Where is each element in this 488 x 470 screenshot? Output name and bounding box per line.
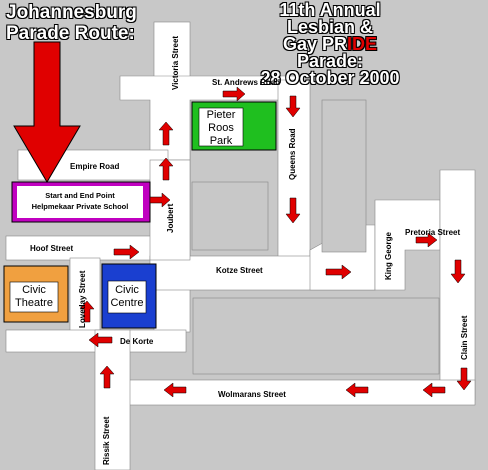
street-loveday: Loveday Street <box>78 270 87 328</box>
park-label-line1: Pieter <box>206 109 236 121</box>
civic-centre-label-line2: Centre <box>110 297 144 309</box>
title-right: 11th Annual Lesbian & Gay PRIDE Parade: … <box>180 0 480 88</box>
title-right-line1: 11th Annual <box>279 0 381 20</box>
street-hoof: Hoof Street <box>30 244 74 253</box>
start-point-label: Start and End Point Helpmekaar Private S… <box>17 190 143 212</box>
city-blocks <box>191 99 440 375</box>
street-victoria: Victoria Street <box>171 35 180 90</box>
title-gay-pr: Gay PR <box>282 34 347 54</box>
title-right-line2: Lesbian & <box>286 17 374 37</box>
street-kotze: Kotze Street <box>216 266 263 275</box>
street-king-george: King George <box>384 231 393 280</box>
title-right-line4: Parade: <box>296 51 364 71</box>
civic-centre-label-line1: Civic <box>115 284 139 296</box>
big-red-arrow-icon <box>13 41 81 183</box>
street-joubert: Joubert <box>166 203 175 233</box>
park-label-line2: Roos <box>208 122 234 134</box>
street-st-andrews: St. Andrews Road <box>212 78 281 87</box>
park-label: Pieter Roos Park <box>199 109 243 148</box>
title-right-line5: 28 October 2000 <box>260 68 400 88</box>
street-empire: Empire Road <box>70 162 120 171</box>
civic-theatre-label-line1: Civic <box>22 284 46 296</box>
civic-theatre-label-line2: Theatre <box>15 297 53 309</box>
title-left: Johannesburg Parade Route: <box>6 2 137 44</box>
street-wolmarans: Wolmarans Street <box>218 390 286 399</box>
title-right-line3: Gay PRIDE <box>180 34 480 54</box>
title-ide-red: IDE <box>347 34 378 54</box>
civic-centre-label: Civic Centre <box>108 284 146 310</box>
route-arrows <box>79 86 472 398</box>
street-queens: Queens Road <box>288 128 297 180</box>
street-pretoria: Pretoria Street <box>405 228 461 237</box>
title-left-line1: Johannesburg <box>6 2 137 23</box>
street-rissik: Rissik Street <box>102 416 111 465</box>
title-left-line2: Parade Route: <box>6 23 135 44</box>
civic-theatre-label: Civic Theatre <box>10 284 58 310</box>
start-point-line1: Start and End Point <box>45 191 115 200</box>
park-label-line3: Park <box>209 135 233 147</box>
start-point-line2: Helpmekaar Private School <box>31 202 129 211</box>
street-clain: Clain Street <box>460 315 469 360</box>
street-de-korte: De Korte <box>120 337 154 346</box>
